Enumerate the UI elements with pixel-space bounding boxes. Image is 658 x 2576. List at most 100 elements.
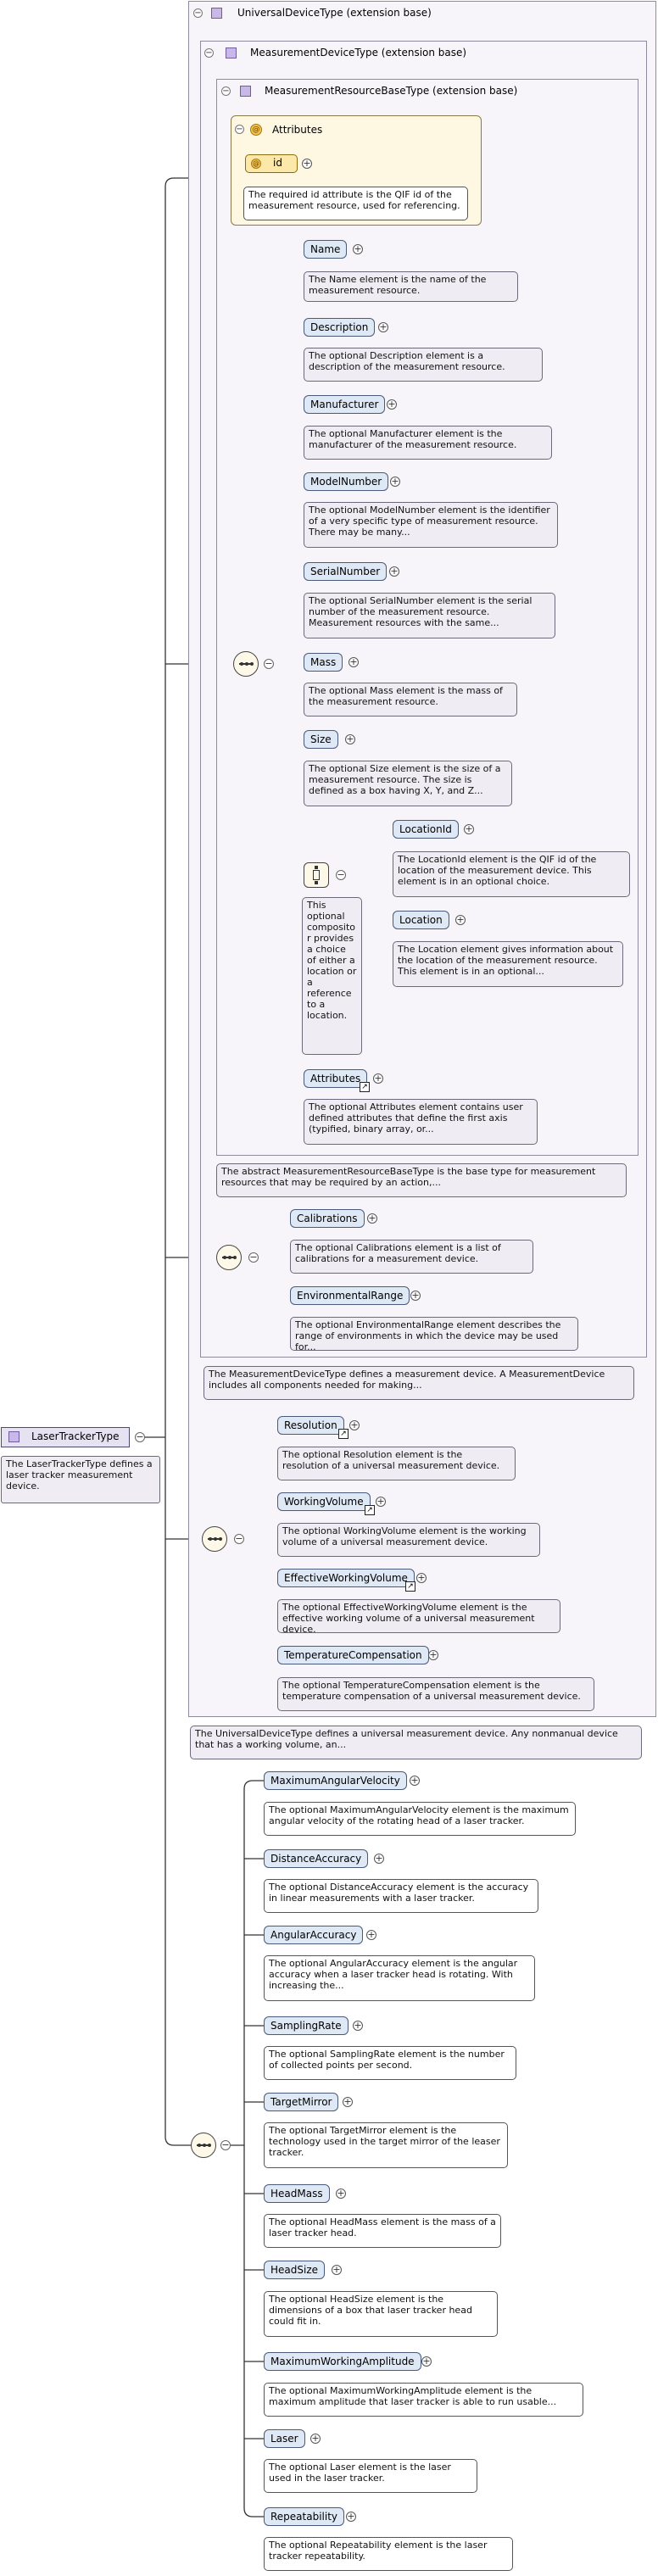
calibrations-description: The optional Calibrations element is a l…: [290, 1240, 533, 1274]
measurement-resource-base-type-description: The abstract MeasurementResourceBaseType…: [216, 1163, 627, 1197]
measurement-device-collapse-toggle[interactable]: −: [204, 48, 214, 58]
element-name[interactable]: Name: [304, 240, 348, 259]
device-sequence-compositor[interactable]: [216, 1245, 242, 1270]
head-mass-description: The optional HeadMass element is the mas…: [264, 2214, 501, 2248]
attributes-expand-icon[interactable]: +: [373, 1073, 383, 1084]
element-repeatability[interactable]: Repeatability: [264, 2507, 345, 2526]
head-size-description: The optional HeadSize element is the dim…: [264, 2291, 498, 2337]
element-maximum-working-amplitude[interactable]: MaximumWorkingAmplitude: [264, 2352, 421, 2371]
manufacturer-expand-icon[interactable]: +: [387, 399, 397, 410]
choice-description: This optional compositor provides a choi…: [302, 897, 362, 1055]
head-size-expand-icon[interactable]: +: [332, 2264, 342, 2275]
distance-accuracy-expand-icon[interactable]: +: [374, 1853, 384, 1864]
tracker-sequence-compositor[interactable]: [191, 2133, 216, 2158]
attributes-collapse-toggle[interactable]: −: [235, 125, 244, 134]
type-link-icon[interactable]: ↗: [405, 1581, 415, 1592]
element-environmental-range[interactable]: EnvironmentalRange: [290, 1286, 410, 1305]
type-link-icon[interactable]: ↗: [365, 1505, 375, 1515]
element-model-number[interactable]: ModelNumber: [304, 472, 389, 491]
tracker-sequence-collapse[interactable]: −: [220, 2139, 231, 2150]
element-effective-working-volume[interactable]: EffectiveWorkingVolume: [277, 1569, 415, 1587]
element-serial-number[interactable]: SerialNumber: [304, 562, 388, 581]
maximum-angular-velocity-expand-icon[interactable]: +: [410, 1775, 420, 1786]
measurement-device-type-title: MeasurementDeviceType (extension base): [250, 47, 467, 59]
serial-number-expand-icon[interactable]: +: [389, 566, 399, 577]
resolution-expand-icon[interactable]: +: [349, 1419, 360, 1430]
sampling-rate-expand-icon[interactable]: +: [353, 2020, 363, 2031]
element-working-volume[interactable]: WorkingVolume: [277, 1492, 371, 1511]
element-location-id[interactable]: LocationId: [393, 820, 459, 839]
effective-working-volume-description: The optional EffectiveWorkingVolume elem…: [277, 1599, 560, 1635]
root-collapse[interactable]: −: [135, 1431, 145, 1442]
id-attribute-description: The required id attribute is the QIF id …: [243, 187, 468, 220]
universal-sequence-compositor[interactable]: [202, 1526, 227, 1552]
temperature-compensation-description: The optional TemperatureCompensation ele…: [277, 1677, 594, 1711]
mass-description: The optional Mass element is the mass of…: [304, 683, 517, 716]
description-expand-icon[interactable]: +: [378, 321, 388, 332]
element-head-mass[interactable]: HeadMass: [264, 2184, 330, 2203]
element-maximum-angular-velocity[interactable]: MaximumAngularVelocity: [264, 1771, 407, 1790]
universal-collapse-toggle[interactable]: −: [193, 8, 203, 18]
element-target-mirror[interactable]: TargetMirror: [264, 2093, 339, 2111]
element-description[interactable]: Description: [304, 318, 376, 337]
type-link-icon[interactable]: ↗: [360, 1082, 370, 1092]
measurement-resource-base-type-title: MeasurementResourceBaseType (extension b…: [265, 85, 518, 97]
repeatability-expand-icon[interactable]: +: [346, 2511, 356, 2522]
sampling-rate-description: The optional SamplingRate element is the…: [264, 2046, 516, 2080]
maximum-working-amplitude-expand-icon[interactable]: +: [421, 2356, 432, 2367]
element-mass[interactable]: Mass: [304, 653, 343, 672]
location-expand-icon[interactable]: +: [455, 914, 466, 925]
universal-sequence-collapse[interactable]: −: [234, 1533, 244, 1544]
size-expand-icon[interactable]: +: [345, 733, 355, 744]
complex-type-icon: [211, 8, 222, 19]
element-size[interactable]: Size: [304, 730, 338, 749]
element-distance-accuracy[interactable]: DistanceAccuracy: [264, 1849, 369, 1868]
target-mirror-description: The optional TargetMirror element is the…: [264, 2122, 508, 2168]
calibrations-expand-icon[interactable]: +: [367, 1213, 377, 1224]
working-volume-expand-icon[interactable]: +: [376, 1496, 386, 1507]
manufacturer-description: The optional Manufacturer element is the…: [304, 426, 552, 460]
root-element-laser-tracker-type[interactable]: [1, 1427, 130, 1447]
name-expand-icon[interactable]: +: [353, 243, 363, 254]
temperature-compensation-expand-icon[interactable]: +: [428, 1649, 438, 1660]
attributes-group-title: Attributes: [272, 124, 323, 136]
id-attribute-label: id: [273, 157, 282, 169]
element-manufacturer[interactable]: Manufacturer: [304, 395, 386, 414]
element-attributes[interactable]: Attributes: [304, 1069, 368, 1088]
measurement-resource-collapse-toggle[interactable]: −: [221, 86, 231, 96]
target-mirror-expand-icon[interactable]: +: [343, 2096, 353, 2107]
distance-accuracy-description: The optional DistanceAccuracy element is…: [264, 1879, 538, 1913]
element-sampling-rate[interactable]: SamplingRate: [264, 2016, 349, 2035]
model-number-description: The optional ModelNumber element is the …: [304, 502, 558, 548]
element-angular-accuracy[interactable]: AngularAccuracy: [264, 1926, 364, 1944]
universal-device-type-description: The UniversalDeviceType defines a univer…: [190, 1726, 642, 1759]
effective-working-volume-expand-icon[interactable]: +: [416, 1572, 427, 1583]
location-id-expand-icon[interactable]: +: [464, 823, 474, 834]
choice-collapse[interactable]: −: [336, 869, 346, 880]
id-expand-icon[interactable]: +: [302, 158, 312, 169]
element-temperature-compensation[interactable]: TemperatureCompensation: [277, 1646, 429, 1664]
resource-sequence-compositor[interactable]: [233, 651, 259, 677]
choice-icon: [312, 866, 321, 884]
resource-sequence-collapse[interactable]: −: [264, 658, 274, 669]
element-laser[interactable]: Laser: [264, 2429, 305, 2448]
size-description: The optional Size element is the size of…: [304, 761, 512, 806]
environmental-range-expand-icon[interactable]: +: [410, 1290, 421, 1301]
maximum-angular-velocity-description: The optional MaximumAngularVelocity elem…: [264, 1802, 576, 1836]
serial-number-description: The optional SerialNumber element is the…: [304, 593, 555, 638]
location-id-description: The LocationId element is the QIF id of …: [393, 851, 630, 897]
element-resolution[interactable]: Resolution: [277, 1416, 344, 1435]
root-element-label: LaserTrackerType: [31, 1430, 120, 1442]
model-number-expand-icon[interactable]: +: [390, 476, 400, 487]
device-sequence-collapse[interactable]: −: [248, 1252, 259, 1263]
attributes-description: The optional Attributes element contains…: [304, 1099, 538, 1145]
type-link-icon[interactable]: ↗: [338, 1429, 349, 1439]
angular-accuracy-expand-icon[interactable]: +: [366, 1929, 376, 1940]
head-mass-expand-icon[interactable]: +: [336, 2188, 346, 2199]
element-calibrations[interactable]: Calibrations: [290, 1209, 365, 1228]
laser-expand-icon[interactable]: +: [310, 2433, 321, 2444]
maximum-working-amplitude-description: The optional MaximumWorkingAmplitude ele…: [264, 2383, 583, 2417]
element-head-size[interactable]: HeadSize: [264, 2261, 326, 2279]
element-location[interactable]: Location: [393, 911, 449, 929]
mass-expand-icon[interactable]: +: [349, 656, 359, 667]
